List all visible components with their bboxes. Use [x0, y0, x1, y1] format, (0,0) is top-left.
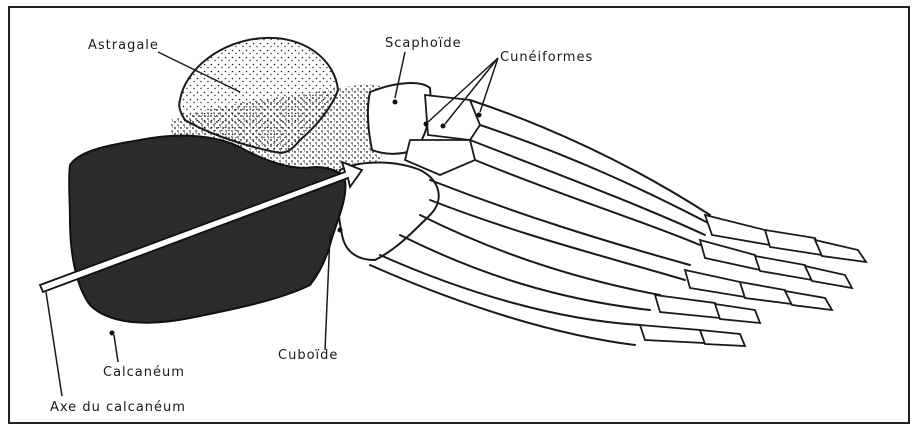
label-calcaneum: Calcanéum: [103, 365, 185, 380]
label-cuneiformes: Cunéiformes: [500, 50, 593, 65]
label-axe-du-calcaneum: Axe du calcanéum: [50, 400, 186, 415]
label-scaphoide: Scaphoïde: [385, 36, 462, 51]
label-cuboide: Cuboïde: [278, 348, 338, 363]
label-astragale: Astragale: [88, 38, 159, 53]
